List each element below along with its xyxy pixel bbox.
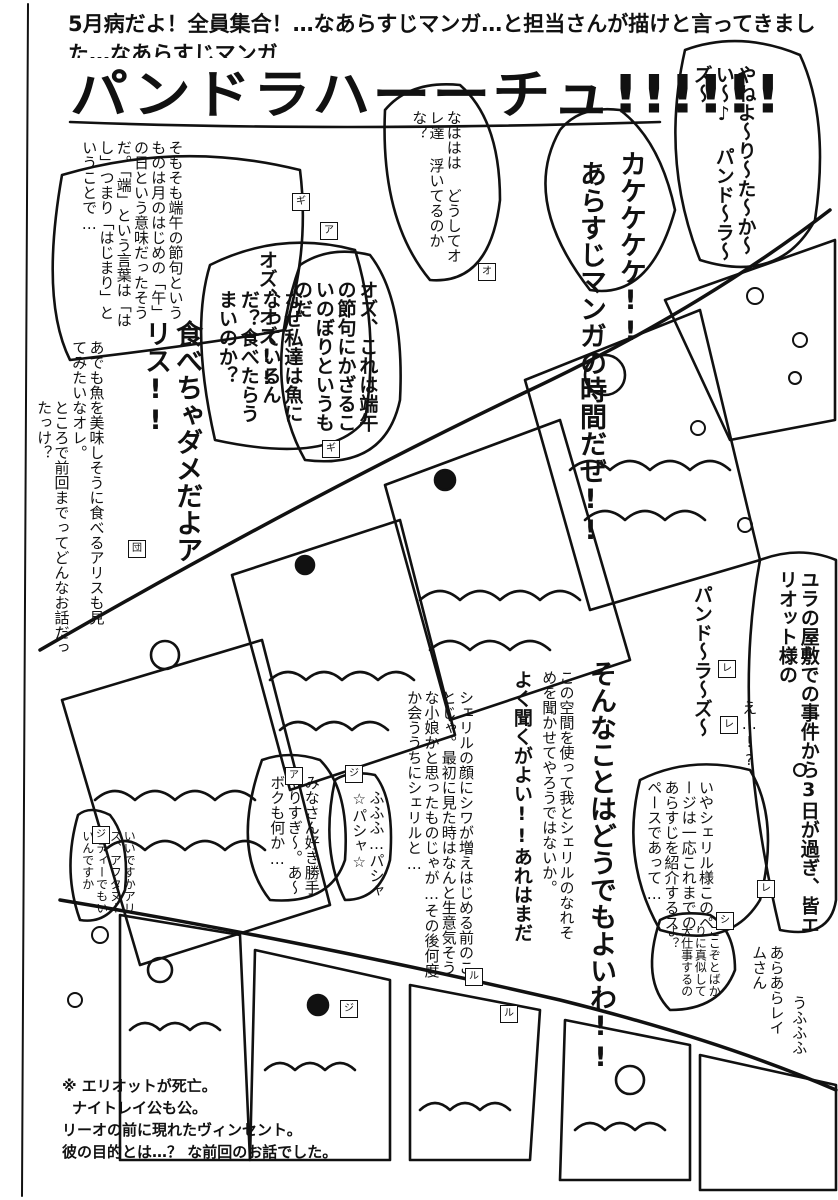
character-marker: レ bbox=[720, 716, 738, 734]
oz-ozu: オズ、オズ!! bbox=[255, 250, 278, 389]
alice-explain: そもそも端午の節句というものは月のはじめの「午」の日という意味だったそうだ。「端… bbox=[80, 140, 185, 328]
alias-text: いいですかアリス、アフタヌーンティーでもいいんですか bbox=[80, 830, 137, 914]
character-marker: ル bbox=[465, 968, 483, 986]
pandora-chorus: パンド〜ラ〜ズ〜 bbox=[690, 585, 713, 737]
story-text: シェリルの顔にシワが増えはじめる前のことじゃ。最初に見た時はなんと生意気そうな小… bbox=[405, 690, 475, 978]
character-marker: レ bbox=[718, 660, 736, 678]
alice-eat: 食べちゃダメだよアリス!! bbox=[140, 320, 203, 563]
character-marker: ア bbox=[285, 767, 303, 785]
koinobori-1 bbox=[60, 638, 332, 967]
unle-text: ユラの屋敷での事件から3日が過ぎ、皆エリオット様の bbox=[775, 570, 820, 934]
koinobori-5 bbox=[663, 238, 837, 442]
koinobori-8 bbox=[408, 983, 542, 1162]
tonna: そんなことはどうでもよいわ!! bbox=[585, 660, 617, 1073]
recap-space: いやシェリル様このページは一応これまでのあらすじを紹介するスペースであって… bbox=[645, 780, 715, 930]
character-marker: ア bbox=[320, 222, 338, 240]
footnote-line: 彼の目的とは…？ な前回のお話でした。 bbox=[62, 1143, 338, 1161]
footnote-line: ナイトレイ公も公。 bbox=[72, 1099, 208, 1117]
oz-question: なははは どうしてオレ達 浮いてるのかな？ bbox=[410, 110, 463, 263]
ufufu-text: うふふふ bbox=[790, 995, 809, 1055]
character-marker: ギ bbox=[322, 440, 340, 458]
koinobori-9 bbox=[558, 1018, 692, 1182]
fish-delicious: あでも魚を美味しそうに食べるアリスも見てみたいなオレ。 bbox=[70, 340, 106, 625]
koinobori-4 bbox=[523, 308, 762, 612]
koinobori-2 bbox=[230, 518, 457, 792]
use-space: この空間を使って我とシェリルのなれそめを聞かせてやろうではないか。 bbox=[540, 670, 576, 940]
header-line: 5月病だよ！全員集合！…なあらすじマンガ…と担当さんが描けと言ってきました…なあ… bbox=[68, 12, 816, 58]
footnote-line: リーオの前に現れたヴィンセント。 bbox=[62, 1121, 302, 1139]
intro-title: カケケケケ!! bbox=[615, 150, 647, 347]
koinobori-7 bbox=[248, 948, 392, 1162]
yanne-song: やねよ〜り〜た〜か〜い〜♪ パンド〜ラ〜ズ〜 bbox=[690, 65, 757, 261]
minasan: みなさん好き勝手やりすぎ〜。あ〜ボクも何か… bbox=[268, 775, 321, 895]
last-time: ところで前回までってどんなお話だったっけ？ bbox=[35, 400, 71, 655]
footnote-line: ※ エリオットが死亡。 bbox=[62, 1077, 217, 1095]
ara-text: あらあらレイムさん bbox=[750, 945, 786, 1035]
character-marker: ジ bbox=[340, 1000, 358, 1018]
fufu: ふふふ…パシャ☆パシャ☆ bbox=[350, 790, 386, 898]
koinobori-3 bbox=[383, 418, 632, 722]
footnote: ※ エリオットが死亡。 ナイトレイ公も公。 リーオの前に現れたヴィンセント。 彼… bbox=[62, 1075, 337, 1163]
character-marker: ジ bbox=[345, 765, 363, 783]
character-marker: ル bbox=[500, 1005, 518, 1023]
character-marker: オ bbox=[478, 263, 496, 281]
character-marker: レ bbox=[757, 880, 775, 898]
oz-koinobori: オズ、これは端午の節句にかざるこいのぼりというものだ bbox=[290, 280, 379, 432]
character-marker: 団 bbox=[128, 540, 146, 558]
eh-exclaim: え…!? bbox=[740, 700, 759, 769]
character-marker: ジ bbox=[92, 826, 110, 844]
page-title: パンドラハーーチュ!!!!!! bbox=[70, 63, 784, 125]
listen: よく聞くがよい!!あれはまだ bbox=[510, 670, 533, 942]
intro-body: あらすじマンガの時間だぜ!! bbox=[575, 160, 607, 546]
lily-text: ここぞとばかりに真似して大仕事するのよ？ bbox=[665, 925, 722, 997]
character-marker: ギ bbox=[292, 193, 310, 211]
koinobori-10 bbox=[698, 1053, 838, 1192]
character-marker: シ bbox=[716, 912, 734, 930]
why-fish: なぜ私達は魚になっているんだ？食べたらうまいのか？ bbox=[215, 290, 304, 423]
